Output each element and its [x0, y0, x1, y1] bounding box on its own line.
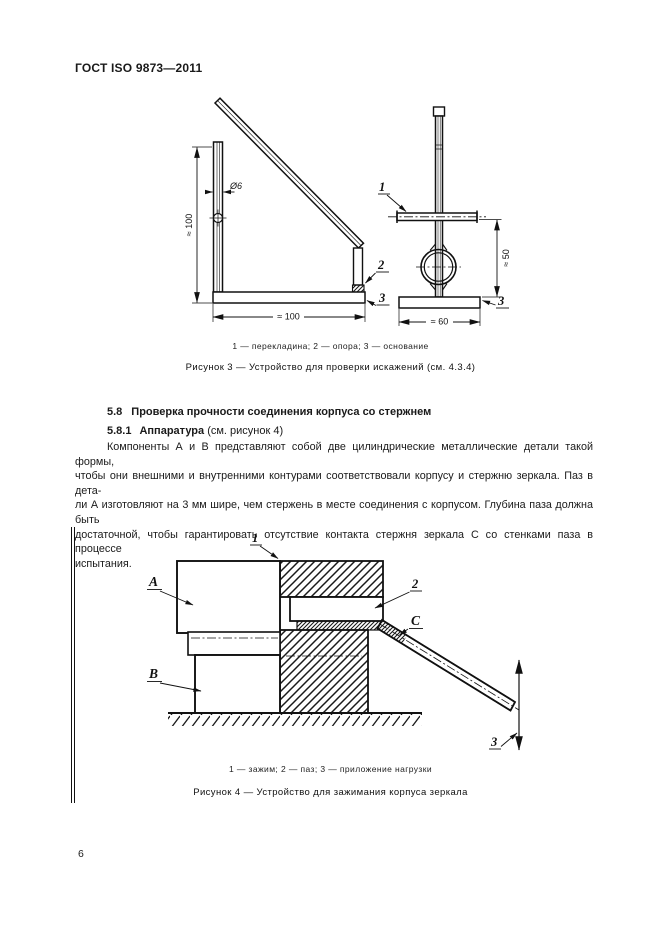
fig3-support-foot	[351, 284, 365, 293]
fig4-label-2: 2	[411, 577, 418, 591]
heading-5-8-1: 5.8.1 Аппаратура (см. рисунок 4)	[107, 425, 283, 437]
fig3-label-1: 1	[379, 180, 385, 194]
paragraph-line: ли А изготовляют на 3 мм шире, чем стерж…	[75, 499, 593, 526]
figure4-legend: 1 — зажим; 2 — паз; 3 — приложение нагру…	[228, 764, 432, 774]
fig4-label-b: B	[148, 666, 158, 681]
fig3-left-assembly	[192, 97, 390, 323]
heading-5-8-text: Проверка прочности соединения корпуса со…	[131, 406, 432, 418]
fig3-dim-d6: Ø6	[229, 181, 242, 191]
fig3-right-base	[398, 296, 481, 309]
fig3-label-3b: 3	[497, 294, 504, 308]
fig3-post-cap	[432, 106, 446, 117]
figure3-caption: Рисунок 3 — Устройство для проверки иска…	[185, 362, 476, 373]
paragraph-line: Компоненты А и В представляют собой две …	[75, 441, 593, 468]
fig3-right-post	[434, 115, 444, 298]
paragraph-line: испытания.	[75, 557, 132, 570]
fig4-label-3: 3	[490, 735, 497, 749]
figure4-caption: Рисунок 4 — Устройство для зажимания кор…	[193, 787, 468, 798]
page-number: 6	[78, 848, 84, 860]
heading-5-8-1-title: Аппаратура	[139, 425, 205, 437]
fig3-label-3a: 3	[378, 291, 385, 305]
fig4-label-c: C	[411, 613, 421, 628]
body-paragraph: Компоненты А и В представляют собой две …	[75, 440, 593, 571]
fig4-label-1: 1	[252, 531, 258, 545]
figure4-drawing: 1 A B 2 C 3	[147, 531, 523, 751]
figure3-drawing: ≈ 100 Ø6 ≈ 100 ≈ 60 ≈ 50 1 2 3 3	[184, 97, 511, 328]
fig3-dim-h60: ≈ 60	[431, 317, 448, 327]
heading-5-8: 5.8 Проверка прочности соединения корпуса…	[107, 406, 431, 418]
paragraph-line: чтобы они внешними и внутренними контура…	[75, 470, 593, 497]
fig4-clamp-upper-section	[279, 560, 384, 598]
fig4-label-a: A	[148, 574, 158, 589]
fig4-mirror-plate-section	[296, 620, 384, 631]
figure3-legend: 1 — перекладина; 2 — опора; 3 — основани…	[232, 341, 429, 351]
fig3-right-assembly	[378, 106, 509, 328]
fig3-dim-h100: ≈ 100	[277, 312, 299, 322]
fig3-support	[352, 247, 364, 286]
margin-change-bar	[71, 527, 75, 803]
fig4-component-a	[176, 560, 281, 634]
heading-5-8-1-number: 5.8.1	[107, 425, 132, 437]
fig4-clamp-lower-section	[279, 629, 369, 714]
fig3-dim-v100: ≈ 100	[184, 214, 194, 236]
fig3-label-2: 2	[377, 258, 384, 272]
paragraph-line: достаточной, чтобы гарантировать отсутст…	[75, 528, 593, 556]
fig3-left-base	[212, 291, 366, 304]
heading-5-8-number: 5.8	[107, 406, 123, 418]
heading-5-8-1-ref: (см. рисунок 4)	[207, 425, 284, 437]
fig3-dim-v50: ≈ 50	[501, 249, 511, 266]
fig4-mirror-strip	[187, 631, 281, 656]
page-title: ГОСТ ISO 9873—2011	[75, 61, 203, 75]
fig4-component-b	[194, 654, 281, 714]
fig4-slot	[289, 596, 384, 622]
